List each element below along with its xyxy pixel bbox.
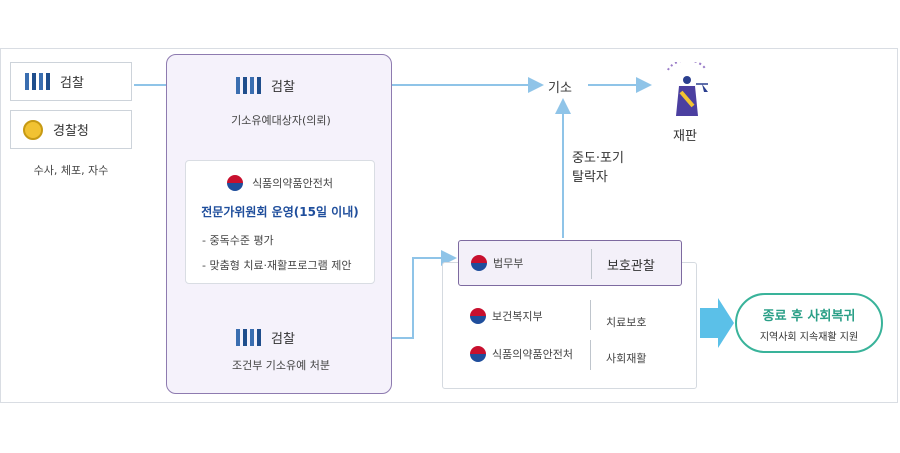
justice-statue-icon [664, 59, 710, 120]
mohw-label: 보건복지부 [492, 310, 543, 323]
center-prosecution-top-label: 검찰 [271, 80, 295, 95]
moj-label: 법무부 [493, 257, 524, 270]
prosecution-logo-icon [236, 77, 261, 94]
dropout-line-1: 중도·포기 [572, 151, 624, 166]
center-top-caption: 기소유예대상자(의뢰) [231, 114, 331, 127]
result-title: 종료 후 사회복귀 [762, 309, 856, 324]
result-subtitle: 지역사회 지속재활 지원 [759, 332, 859, 343]
moj-agency: 법무부 [471, 255, 523, 271]
center-bottom-caption: 조건부 기소유예 처분 [231, 359, 331, 372]
center-prosecution-bottom-label: 검찰 [271, 332, 295, 347]
source-prosecution-label: 검찰 [60, 76, 84, 91]
government-emblem-icon [226, 174, 243, 191]
committee-agency: 식품의약품안전처 [186, 172, 374, 191]
prosecution-logo-icon [236, 329, 261, 346]
center-prosecution-bottom: 검찰 [236, 328, 295, 347]
committee-bullet-1: - 중독수준 평가 [202, 234, 274, 247]
mfds-right-label: 식품의약품안전처 [492, 348, 573, 361]
moj-header: 법무부 보호관찰 [458, 240, 682, 286]
arrow-to-result [700, 298, 734, 348]
indictment-label: 기소 [548, 81, 572, 96]
trial-label: 재판 [673, 129, 697, 144]
rehab-label: 사회재활 [606, 352, 647, 365]
committee-agency-label: 식품의약품안전처 [252, 177, 334, 190]
government-emblem-icon [470, 308, 486, 324]
result-oval: 종료 후 사회복귀 지역사회 지속재활 지원 [735, 293, 883, 353]
committee-bullet-2: - 맞춤형 치료·재활프로그램 제안 [202, 259, 352, 272]
center-prosecution-top: 검찰 [236, 76, 295, 95]
police-caption: 수사, 체포, 자수 [33, 164, 109, 177]
dropout-line-2: 탈락자 [572, 170, 608, 185]
mfds-agency-right: 식품의약품안전처 [470, 346, 573, 362]
probation-label: 보호관찰 [607, 259, 655, 274]
treatment-label: 치료보호 [606, 316, 647, 329]
source-police-label: 경찰청 [53, 124, 89, 139]
government-emblem-icon [471, 255, 487, 271]
source-police-box: 경찰청 [10, 110, 132, 149]
government-emblem-icon [470, 346, 486, 362]
committee-title: 전문가위원회 운영(15일 이내) [201, 205, 359, 219]
prosecution-logo-icon [25, 73, 50, 90]
committee-box: 식품의약품안전처 전문가위원회 운영(15일 이내) - 중독수준 평가 - 맞… [185, 160, 375, 284]
police-emblem-icon [23, 119, 43, 140]
source-prosecution-box: 검찰 [10, 62, 132, 101]
dropout-label: 중도·포기 탈락자 [572, 149, 624, 187]
mohw-agency: 보건복지부 [470, 308, 543, 324]
